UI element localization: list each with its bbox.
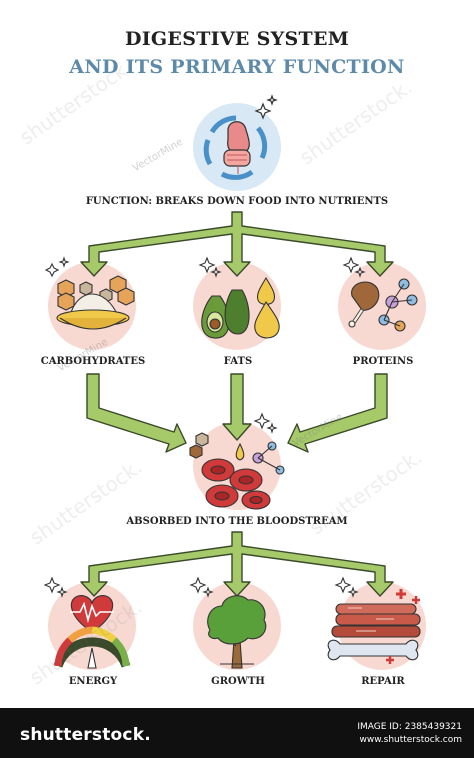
shutterstock-logo[interactable]: shutterstock. [20,725,151,745]
outcome-label-growth: GROWTH [211,676,265,687]
heart-gauge-icon [43,576,131,669]
stomach-cycle-icon [203,94,278,180]
outcome-label-energy: ENERGY [68,676,118,687]
nutrient-label-fats: FATS [223,356,253,367]
nutrient-label-proteins: PROTEINS [352,356,414,367]
merge-arrows [86,373,388,453]
outcome-label-repair: REPAIR [361,676,405,687]
split-arrows-bottom [80,531,394,597]
tree-icon [189,576,267,669]
nutrient-label-carbohydrates: CARBOHYDRATES [40,356,146,367]
blood-cells-icon [189,412,285,510]
meat-molecule-icon [342,256,418,332]
diagram-canvas [43,94,421,669]
rice-bowl-icon [44,256,135,330]
muscle-bone-icon [327,576,421,664]
footer-bar: shutterstock. IMAGE ID: 2385439321 www.s… [0,708,474,758]
proteins-circle [338,262,426,350]
split-arrows-top [80,211,394,277]
site-url[interactable]: www.shutterstock.com [359,735,462,745]
avocado-oil-icon [198,256,280,339]
title-line-1: DIGESTIVE SYSTEM [124,28,350,50]
absorbed-label: ABSORBED INTO THE BLOODSTREAM [126,516,348,527]
image-id-block: IMAGE ID: 2385439321 www.shutterstock.co… [357,722,462,745]
image-id: IMAGE ID: 2385439321 [357,722,462,732]
title-line-2: AND ITS PRIMARY FUNCTION [69,56,405,78]
function-label: FUNCTION: BREAKS DOWN FOOD INTO NUTRIENT… [85,196,389,207]
